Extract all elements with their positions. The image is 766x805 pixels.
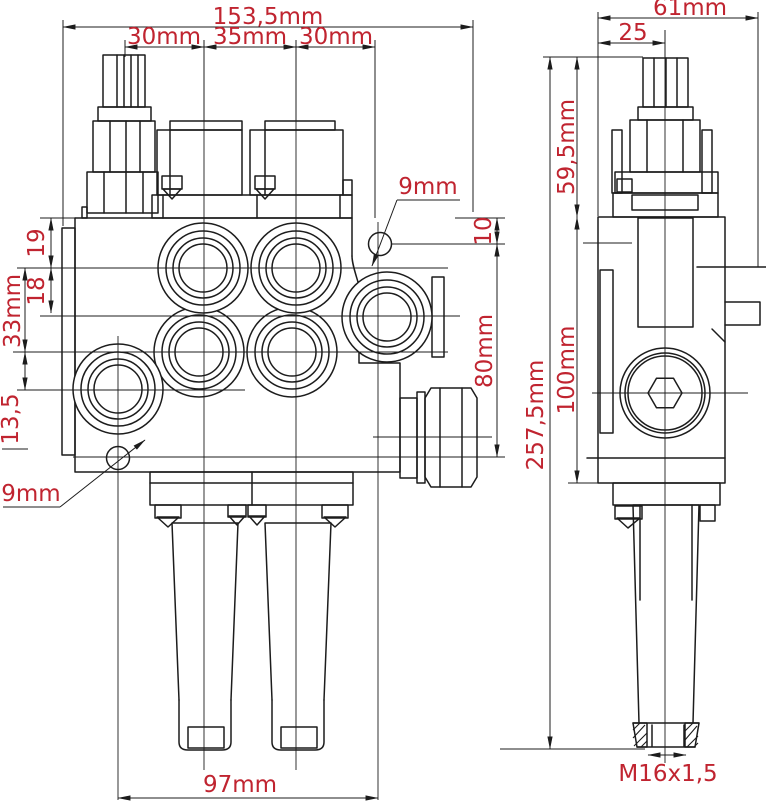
dimension-labels: 153,5mm 30mm 35mm 30mm 61mm 25 59,5mm 19… (0, 0, 727, 798)
threaded-end (632, 722, 700, 748)
cap-bolt (161, 175, 183, 200)
label-thread-spec: M16x1,5 (618, 761, 717, 787)
label-overall-width: 153,5mm (213, 4, 324, 30)
label-cap-height: 59,5mm (554, 99, 580, 195)
label-hole-v-spacing: 80mm (472, 314, 498, 388)
port (349, 279, 425, 355)
label-offset-13-5: 13,5 (0, 393, 24, 444)
side-lever (612, 482, 721, 748)
side-body (586, 192, 766, 484)
side-plate-edge (599, 269, 614, 434)
dimension-lines (2, 12, 759, 801)
label-overall-height: 257,5mm (523, 360, 549, 471)
outlet-hex-fitting (399, 387, 478, 488)
label-pitch-right: 30mm (299, 24, 373, 50)
cap-bolt (254, 175, 276, 200)
control-lever-2 (264, 522, 332, 751)
spool-caps (151, 120, 353, 219)
label-offset-19: 19 (24, 228, 50, 257)
side-plate (61, 227, 76, 456)
front-view (61, 54, 478, 751)
side-view (586, 57, 766, 748)
label-hole-h-spacing: 97mm (203, 772, 277, 798)
label-port-spacing-33: 33mm (0, 274, 26, 348)
relief-adjuster-tower (81, 54, 159, 219)
label-hole-bottom: 9mm (1, 481, 60, 507)
lower-spool-housing (149, 471, 354, 528)
label-pitch-mid: 35mm (213, 24, 287, 50)
leader-hole-bottom (3, 439, 146, 508)
label-hole-top: 9mm (398, 174, 457, 200)
leader-hole-top (371, 199, 460, 267)
label-side-offset: 25 (618, 20, 647, 46)
spool-channel (637, 217, 694, 328)
control-lever-1 (171, 522, 239, 751)
label-hole-from-top: 10 (471, 216, 497, 245)
label-pitch-left: 30mm (127, 24, 201, 50)
label-body-height: 100mm (554, 326, 580, 415)
centerlines (13, 30, 748, 800)
label-offset-18: 18 (24, 276, 50, 305)
port-bosses (72, 222, 433, 435)
rear-boss-tab (431, 276, 445, 358)
label-side-width: 61mm (653, 0, 727, 21)
